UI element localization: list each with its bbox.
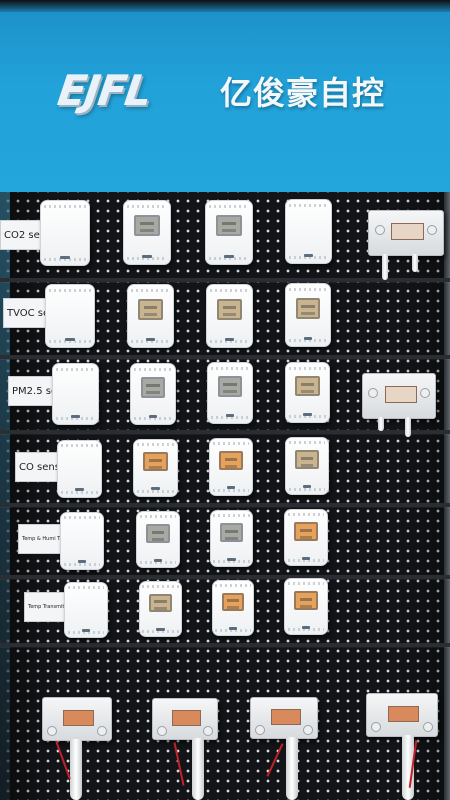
shelf-rail (0, 278, 450, 282)
shelf-rail (0, 643, 450, 647)
tvoc-sensor-display (127, 284, 174, 348)
tvoc-sensor-display (285, 283, 331, 347)
shelf-rail (0, 430, 450, 434)
row-label-temp: Temp Transmitter (24, 592, 66, 622)
shelf-rail (0, 575, 450, 579)
temp-sensor-blank (64, 582, 108, 638)
temp-sensor-display (284, 578, 328, 635)
co2-sensor-display (205, 200, 253, 265)
duct-transmitter (368, 210, 444, 256)
temp-humi-sensor-display (210, 510, 253, 567)
co2-sensor-blank (285, 199, 332, 264)
temp-humi-sensor-blank (60, 512, 104, 570)
temp-humi-sensor-display (136, 511, 180, 568)
pm25-sensor-display (285, 362, 330, 423)
brand-name: 亿俊豪自控 (220, 74, 386, 112)
duct-transmitter (366, 693, 438, 737)
row-label-co2: CO2 sensor (0, 220, 44, 250)
pm25-sensor-display (130, 363, 176, 425)
tvoc-sensor-blank (45, 284, 95, 348)
banner-top-edge (0, 0, 450, 12)
co-sensor-display (209, 438, 253, 496)
temp-sensor-display (212, 580, 254, 636)
co-sensor-display (133, 439, 178, 497)
temp-sensor-display (139, 581, 182, 637)
co-sensor-display (285, 437, 329, 495)
co2-sensor-display (123, 200, 171, 265)
sensor-probe (382, 254, 388, 280)
duct-transmitter (362, 373, 436, 419)
pm25-sensor-display (207, 362, 253, 424)
tvoc-sensor-display (206, 284, 253, 348)
row-label-co: CO sensor (15, 452, 58, 482)
pm25-sensor-blank (52, 363, 99, 425)
duct-transmitter (42, 697, 112, 741)
sensor-probe (378, 417, 384, 431)
right-edge-bar (444, 192, 450, 800)
left-edge-strip (0, 192, 10, 800)
co-sensor-blank (57, 440, 102, 498)
duct-transmitter (250, 697, 318, 739)
row-label-pm25: PM2.5 sensor (8, 376, 54, 406)
row-label-temp-humi: Temp & Humi Transmitter (18, 524, 62, 554)
duct-probe (286, 737, 298, 800)
co2-sensor-blank (40, 200, 90, 266)
sensor-probe (405, 417, 411, 437)
sign-banner (0, 0, 450, 192)
row-label-tvoc: TVOC sensor (3, 298, 50, 328)
shelf-rail (0, 355, 450, 359)
duct-transmitter (152, 698, 218, 740)
temp-humi-sensor-display (284, 509, 328, 566)
shelf-rail (0, 503, 450, 507)
duct-probe (192, 738, 204, 800)
sensor-probe (412, 254, 418, 272)
duct-probe (70, 739, 82, 800)
brand-logo: EJFL (54, 66, 154, 115)
